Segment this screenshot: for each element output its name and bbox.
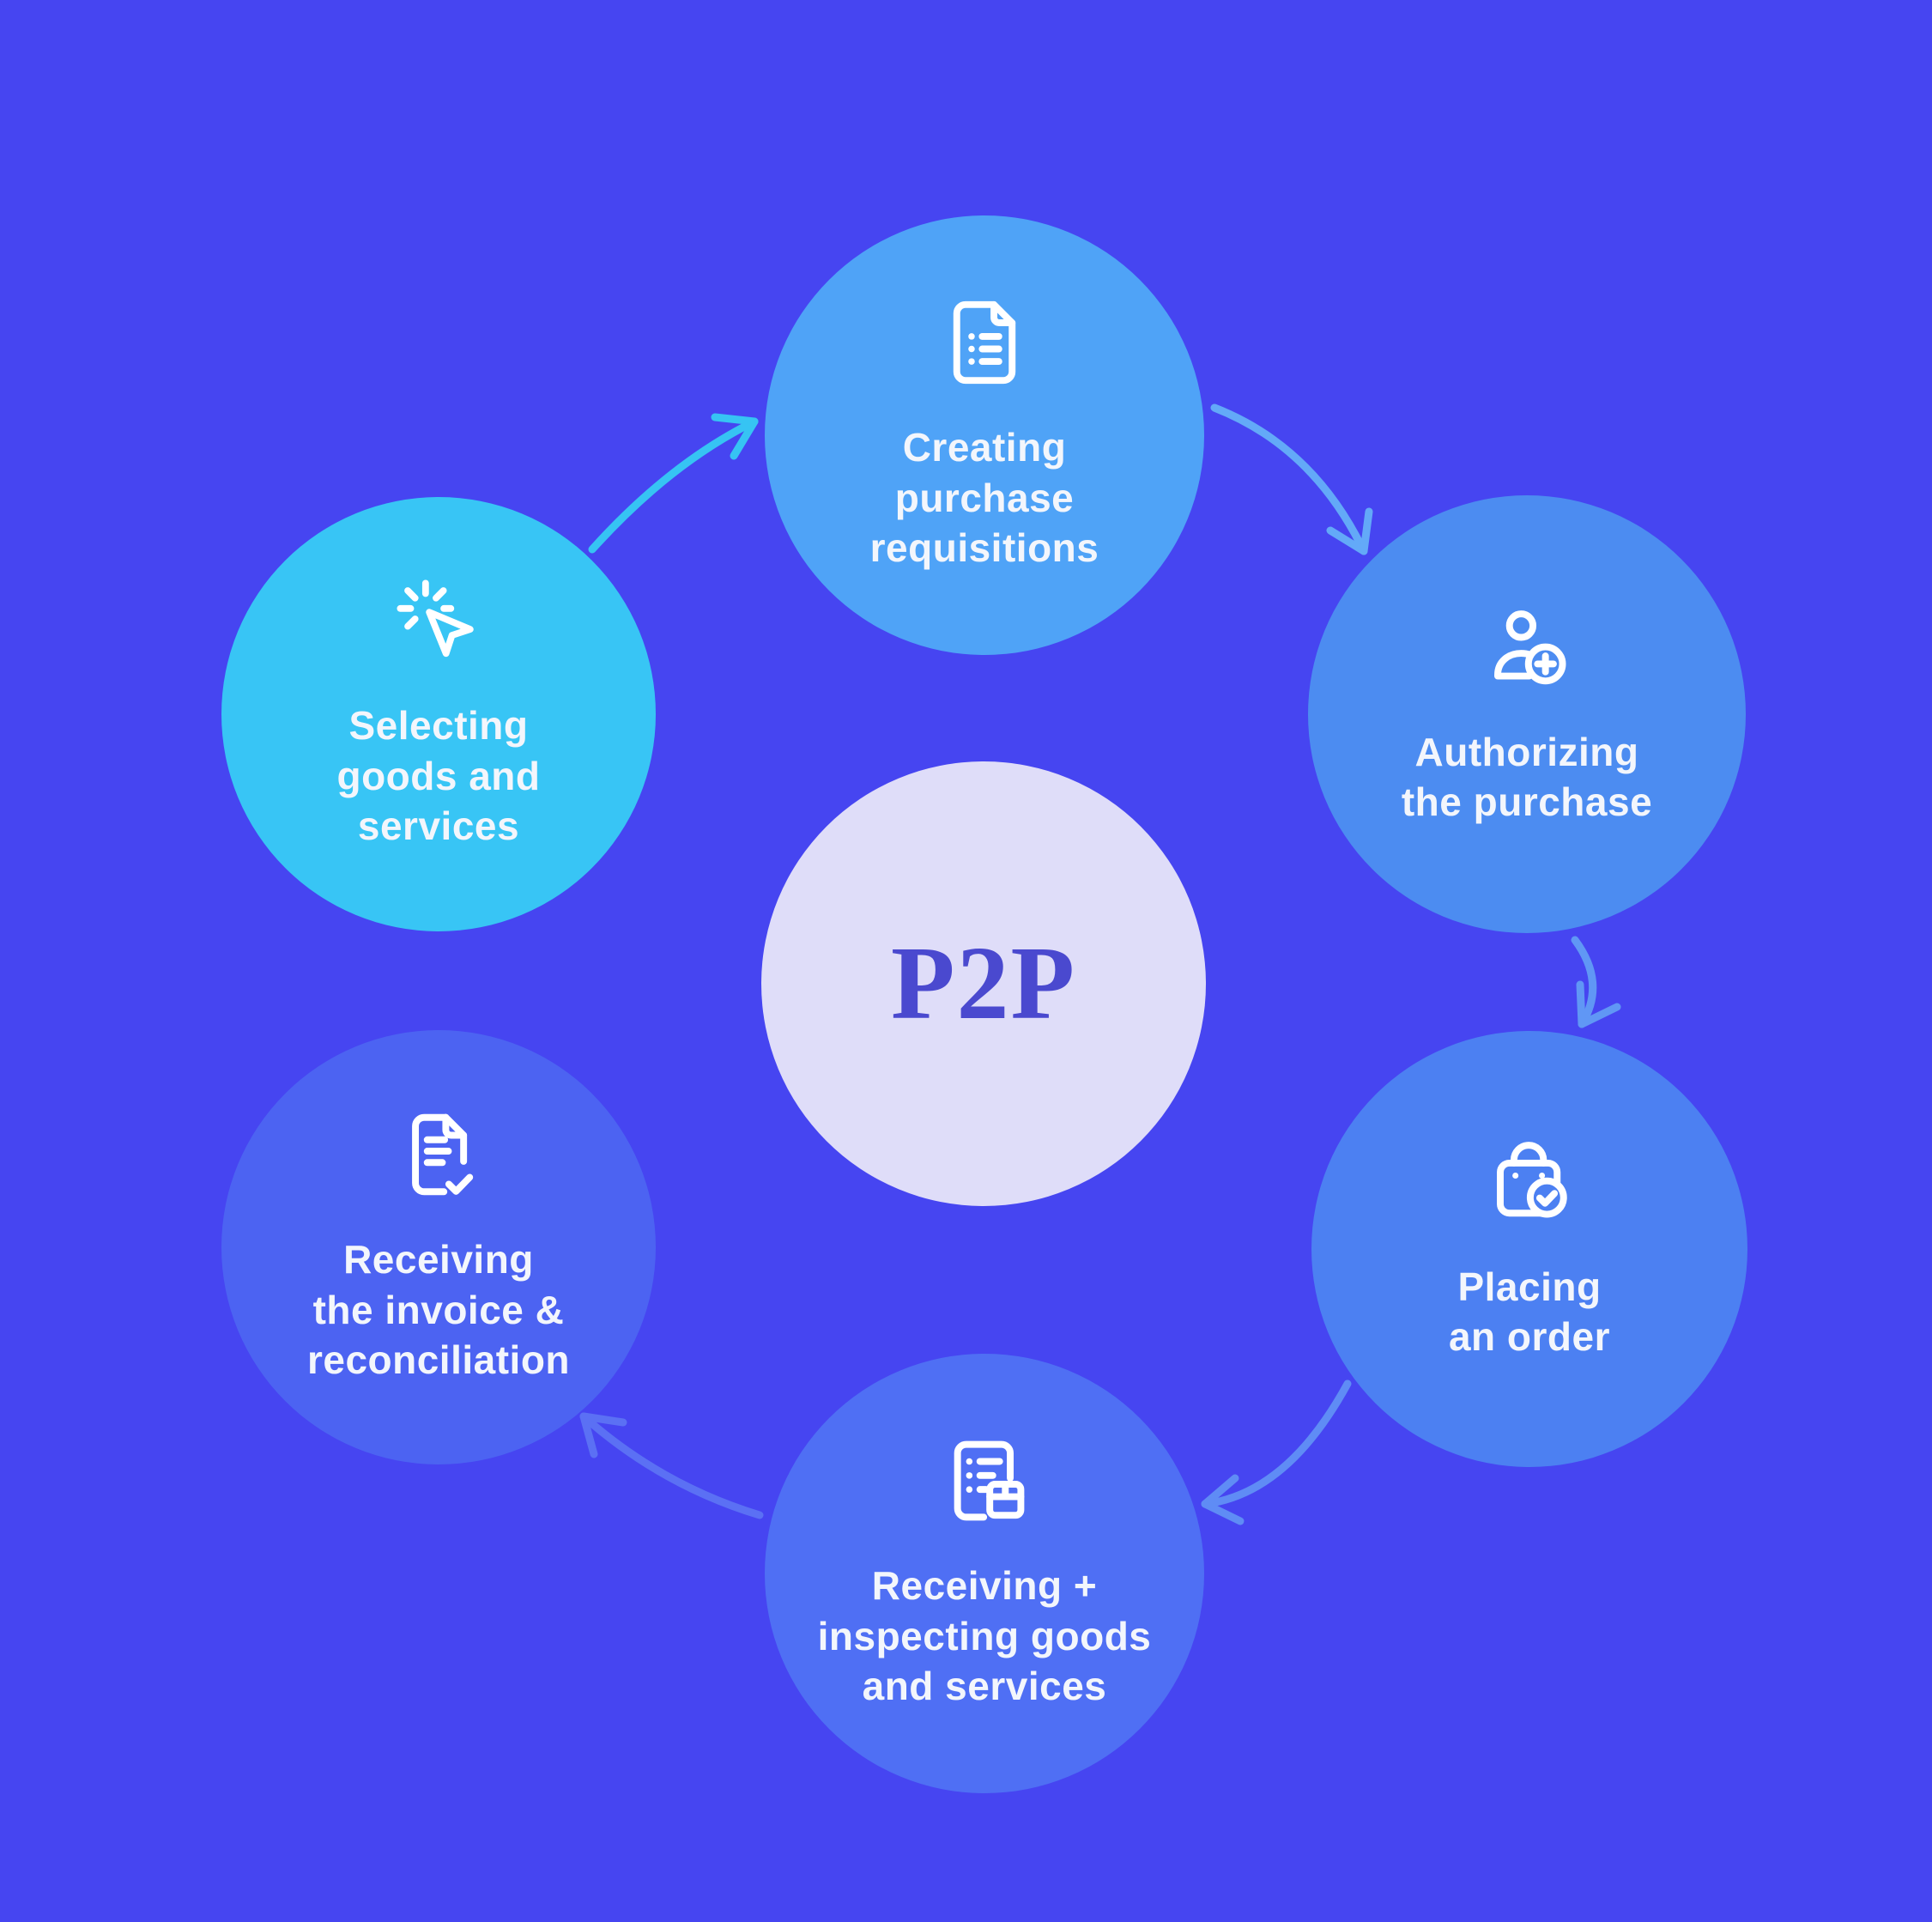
- step-authorizing-purchase: Authorizing the purchase: [1308, 495, 1746, 933]
- step-receiving-invoice: Receiving the invoice & reconciliation: [221, 1030, 656, 1464]
- arrow-selecting-to-creating: [588, 413, 759, 554]
- step-label-placing: Placing an order: [1448, 1264, 1611, 1359]
- arrow-placing-to-receiving-goods: [1201, 1379, 1352, 1525]
- step-label-receiving-invoice: Receiving the invoice & reconciliation: [306, 1237, 571, 1383]
- bag-check-icon: [1484, 1137, 1575, 1228]
- step-creating-requisitions: Creating purchase requisitions: [765, 215, 1204, 655]
- step-placing-order: Placing an order: [1311, 1031, 1747, 1467]
- document-list-icon: [939, 297, 1030, 388]
- arrow-authorizing-to-placing: [1571, 936, 1621, 1028]
- center-circle: P2P: [761, 761, 1206, 1206]
- arrow-receiving-goods-to-receiving-invoice: [579, 1412, 764, 1519]
- step-receiving-inspecting-goods: Receiving + inspecting goods and service…: [765, 1354, 1204, 1793]
- document-check-icon: [393, 1109, 484, 1200]
- step-label-creating: Creating purchase requisitions: [869, 425, 1099, 571]
- cursor-click-icon: [394, 577, 483, 666]
- center-label: P2P: [890, 925, 1077, 1041]
- arrow-creating-to-authorizing: [1210, 403, 1373, 555]
- user-plus-icon: [1481, 602, 1572, 693]
- document-box-icon: [939, 1435, 1030, 1526]
- step-label-selecting: Selecting goods and services: [336, 703, 541, 849]
- step-label-receiving-goods: Receiving + inspecting goods and service…: [817, 1563, 1152, 1709]
- step-selecting-goods: Selecting goods and services: [221, 497, 656, 931]
- step-label-authorizing: Authorizing the purchase: [1401, 729, 1653, 824]
